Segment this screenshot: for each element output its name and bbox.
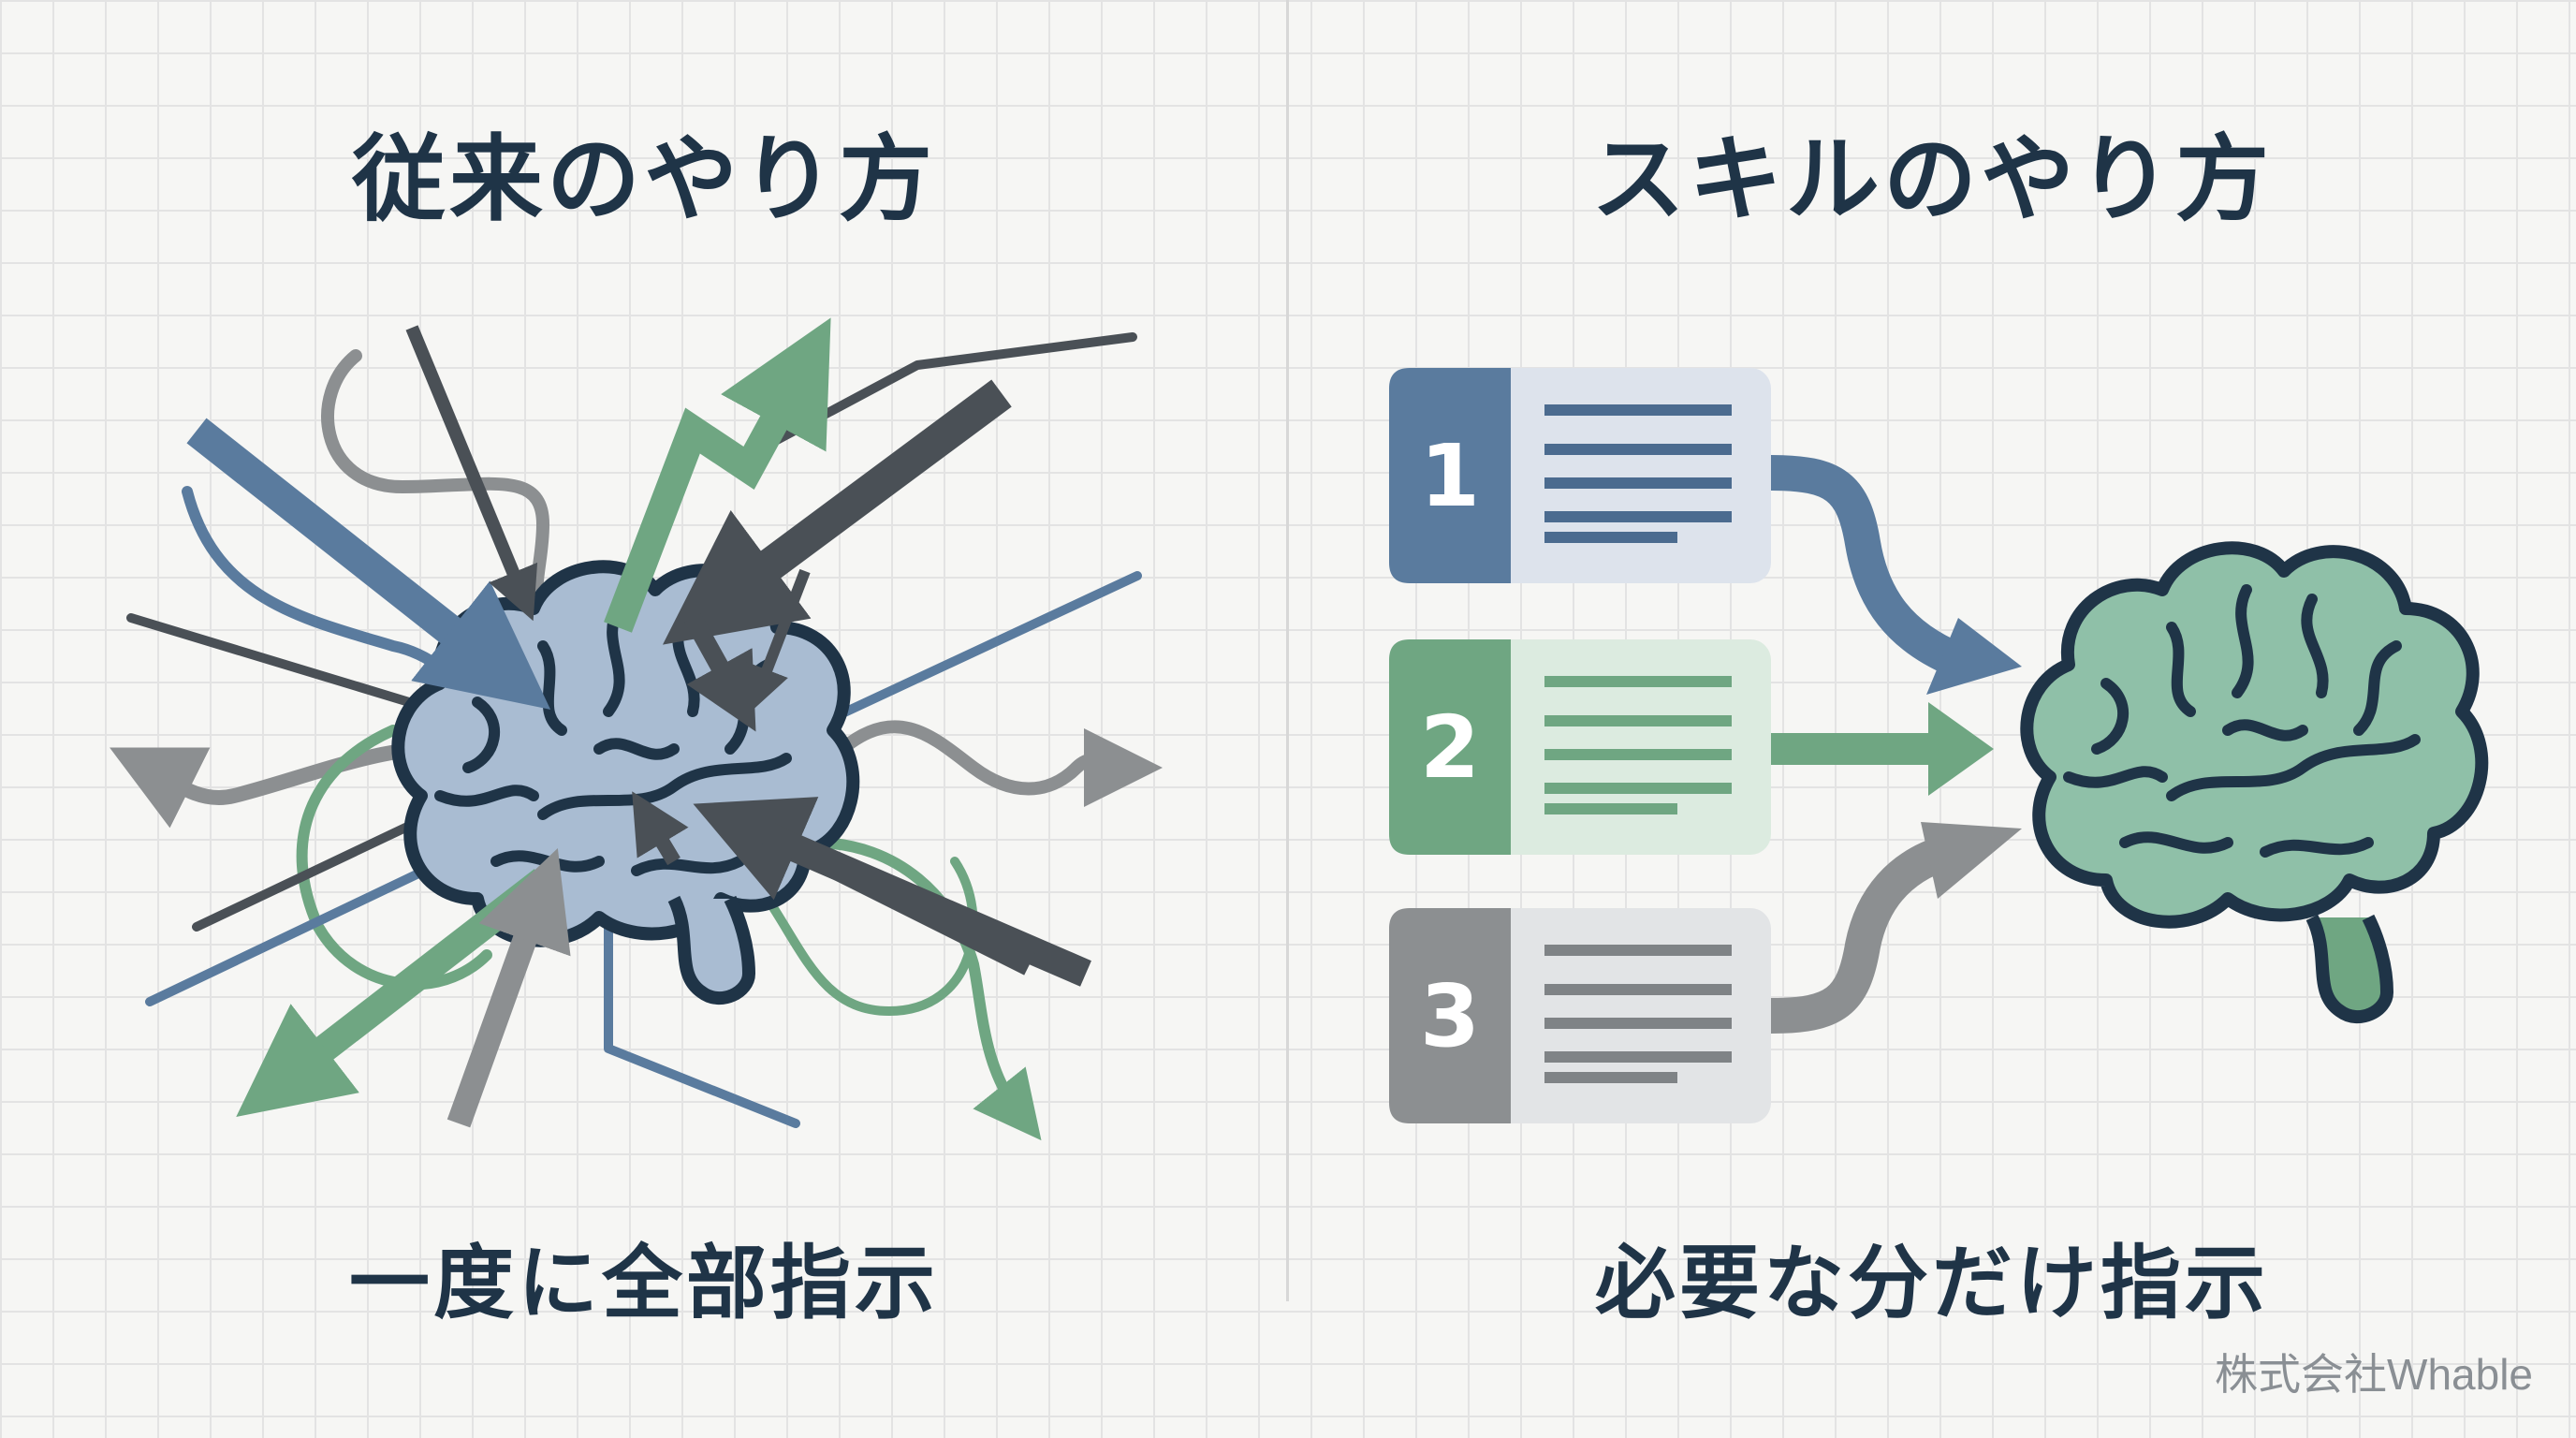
chaotic-arrows-front bbox=[186, 317, 1091, 1128]
document-lines-icon bbox=[1544, 404, 1732, 543]
right-brain-icon bbox=[2027, 548, 2481, 1023]
document-lines-icon bbox=[1544, 945, 1732, 1083]
step-number-3: 3 bbox=[1420, 966, 1480, 1066]
left-caption: 一度に全部指示 bbox=[349, 1237, 939, 1330]
left-title: 従来のやり方 bbox=[352, 125, 936, 234]
step-card-1: 1 bbox=[1389, 368, 1771, 583]
step-number-2: 2 bbox=[1420, 697, 1480, 798]
center-divider bbox=[1286, 0, 1289, 1301]
right-caption: 必要な分だけ指示 bbox=[1595, 1237, 2269, 1330]
step-number-1: 1 bbox=[1420, 426, 1480, 526]
document-lines-icon bbox=[1544, 676, 1732, 814]
step-card-2: 2 bbox=[1389, 639, 1771, 855]
flow-arrows bbox=[1770, 455, 2022, 1034]
step-card-3: 3 bbox=[1389, 908, 1771, 1123]
right-title: スキルのやり方 bbox=[1591, 125, 2273, 234]
company-name: 株式会社Whable bbox=[2215, 1350, 2533, 1399]
